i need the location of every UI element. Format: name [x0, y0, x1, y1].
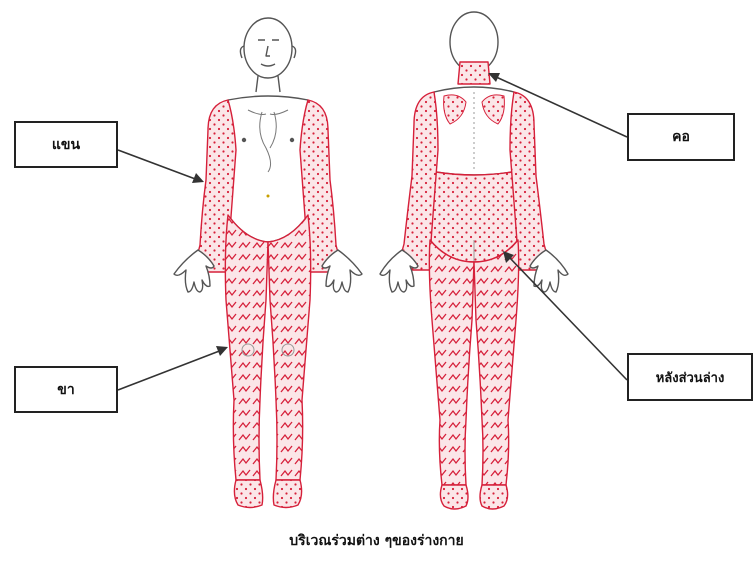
- front-leg-left: [225, 215, 268, 480]
- label-lower-back: หลังส่วนล่าง: [627, 353, 753, 401]
- back-neck: [458, 62, 490, 84]
- front-foot-right: [273, 480, 301, 508]
- back-foot-left: [440, 485, 468, 509]
- arrow-leg: [118, 350, 222, 390]
- back-leg-left: [429, 240, 474, 485]
- arrow-arm: [118, 150, 198, 180]
- back-foot-right: [480, 485, 508, 509]
- front-torso: [228, 96, 308, 242]
- diagram-caption: บริเวณร่วมต่าง ๆของร่างกาย: [0, 530, 753, 552]
- label-neck: คอ: [627, 113, 735, 161]
- front-figure: [174, 18, 362, 508]
- front-leg-right: [268, 215, 311, 480]
- back-figure: [380, 12, 568, 509]
- front-foot-left: [234, 480, 262, 508]
- back-leg-right: [474, 240, 519, 485]
- label-arm: แขน: [14, 121, 118, 168]
- label-leg: ขา: [14, 366, 118, 413]
